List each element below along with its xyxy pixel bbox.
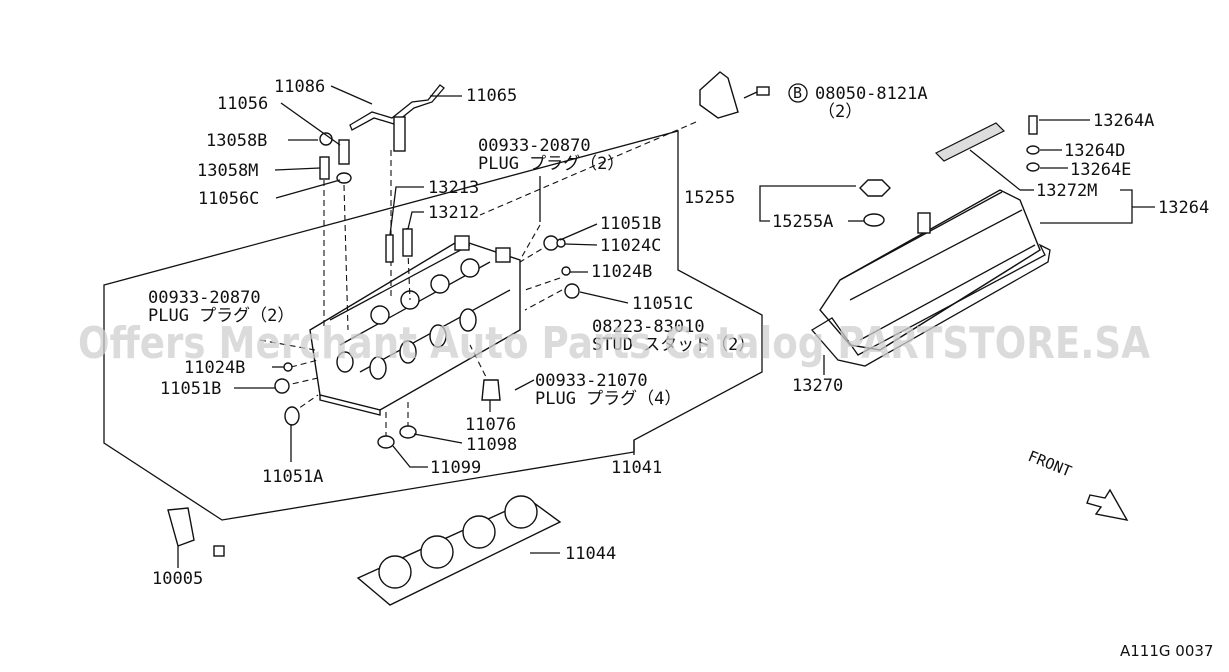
plug-11051b-left-drawing [274,378,290,394]
name-plate-drawing [934,122,1006,162]
label-11024c: 11024C [600,236,661,256]
label-13212: 13212 [428,203,479,223]
engine-bracket-drawing [167,507,195,547]
label-11051b-top: 11051B [600,214,661,234]
label-11086: 11086 [274,77,325,97]
label-13264a: 13264A [1093,111,1154,131]
harness-bracket-drawing [349,84,445,131]
cylinder-head-assembly-outline [103,130,763,521]
label-11065: 11065 [466,86,517,106]
label-11024b-left: 11024B [184,358,245,378]
stud-13058m-drawing [319,156,330,180]
label-bolt-qty: （2） [818,102,862,122]
label-11024b-top: 11024B [591,262,652,282]
plug-11051b-drawing [543,235,559,251]
plug-11051c-drawing [564,283,580,299]
diagram-code: A111G 0037 [1120,642,1213,660]
label-plug-top-number: 00933-20870 [478,136,591,156]
seal-11099-drawing [377,435,395,449]
label-plug-bottom-number: 00933-21070 [535,371,648,391]
bolt-13264a-drawing [1028,115,1038,135]
sensor-11076-drawing [481,379,501,401]
label-15255a: 15255A [772,212,833,232]
head-gasket-drawing [356,495,562,606]
valve-cover-gasket-drawing [811,243,1051,367]
oil-filler-cap-drawing [859,179,891,197]
label-13264e: 13264E [1070,160,1131,180]
label-13058b: 13058B [206,131,267,151]
hanger-bracket-drawing [699,71,739,119]
label-11056c: 11056C [198,189,259,209]
label-15255: 15255 [684,188,735,208]
label-13270: 13270 [792,376,843,396]
washer-11056c-drawing [336,172,352,184]
label-plug-left-number: 00933-20870 [148,288,261,308]
label-11098: 11098 [466,435,517,455]
label-11051c: 11051C [632,294,693,314]
label-plug-top-desc: PLUG プラグ（2） [478,154,624,174]
front-label: FRONT [1026,447,1075,481]
label-13058m: 13058M [197,161,258,181]
callout-leader-lines [177,85,1155,568]
washer-11024b-drawing [561,266,571,276]
label-11044: 11044 [565,544,616,564]
label-11076: 11076 [465,415,516,435]
washer-13264e-drawing [1026,162,1040,172]
label-13264d: 13264D [1064,141,1125,161]
oil-cap-seal-15255a-drawing [863,213,885,227]
label-11041: 11041 [611,458,662,478]
bracket-bolt-drawing [213,545,225,557]
label-stud-desc: STUD スタッド（2） [592,335,755,355]
label-plug-bottom-desc: PLUG プラグ（4） [535,389,681,409]
label-11099: 11099 [430,458,481,478]
seal-13264d-drawing [1026,145,1040,155]
label-13213: 13213 [428,178,479,198]
hanger-bolt-drawing [756,86,770,96]
label-stud-number: 08223-83010 [592,317,705,337]
label-10005: 10005 [152,569,203,589]
seal-11098-drawing [399,425,417,439]
stud-drawing-top [393,116,406,152]
label-ref-b: B [793,84,802,102]
label-bolt-number: 08050-8121A [815,84,928,104]
valve-cover-drawing [819,189,1041,351]
watermark: Offers Merchant Auto Parts Catalog PARTS… [78,318,1150,369]
label-11051a: 11051A [262,467,323,487]
plug-11051a-drawing [284,406,300,426]
front-arrow-icon [1086,488,1129,521]
dowel-13213-drawing [385,234,394,263]
label-13272m: 13272M [1036,181,1097,201]
label-11051b-left: 11051B [160,379,221,399]
ref-b-circle [788,83,808,103]
label-plug-left-desc: PLUG プラグ（2） [148,306,294,326]
dowel-13212-drawing [402,228,413,257]
label-13264: 13264 [1158,198,1209,218]
bolt-11056-drawing [338,139,350,165]
label-11056: 11056 [217,94,268,114]
